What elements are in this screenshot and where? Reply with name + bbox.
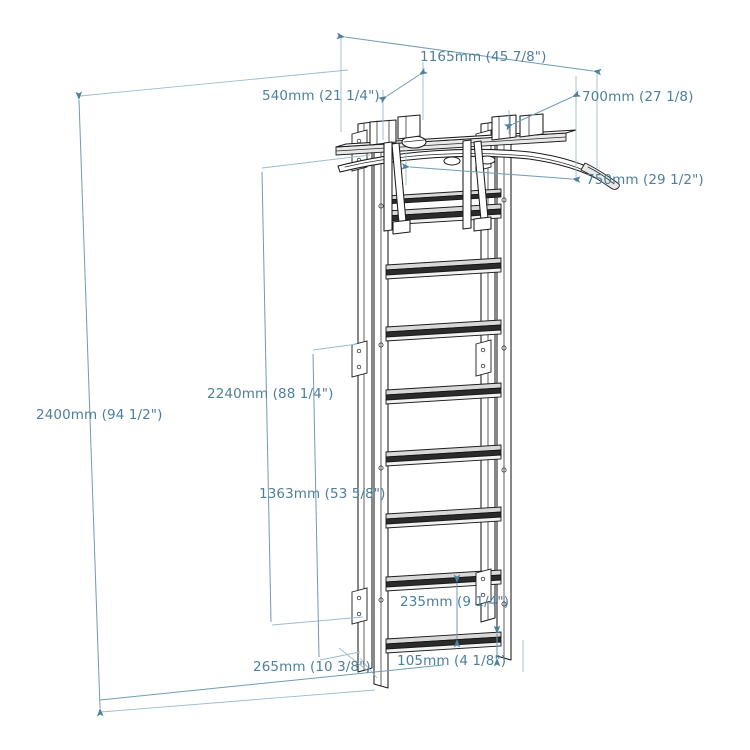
top-clamp-left-2 <box>397 114 421 140</box>
dimension-mounting-span: 1363mm (53 5/8") <box>259 343 386 661</box>
wall-bracket-lower-left <box>351 587 368 625</box>
dimension-label-overall-width: 1165mm (45 7/8") <box>420 49 547 65</box>
pull-up-bar-grip-right <box>580 162 620 190</box>
rung <box>385 257 502 280</box>
rung <box>385 382 502 405</box>
wall-bracket-upper-right <box>475 339 492 377</box>
dimension-label-bar-extension-right: 700mm (27 1/8) <box>582 89 694 105</box>
wall-bracket-upper-left <box>351 340 368 378</box>
dimension-label-rung-spacing: 235mm (9 1/4") <box>400 594 509 610</box>
wall-bracket-lower-right <box>475 568 492 606</box>
dimension-bar-extension-right: 700mm (27 1/8) <box>503 76 694 134</box>
pull-up-bar <box>337 135 620 190</box>
rung <box>385 569 502 592</box>
support-foot-right <box>473 216 492 232</box>
dimension-label-overall-height: 2400mm (94 1/2") <box>36 407 163 423</box>
dimension-label-mounting-span: 1363mm (53 5/8") <box>259 486 386 502</box>
top-inner-post-left <box>383 141 393 232</box>
dimension-bottom-clearance: 105mm (4 1/8") <box>397 625 524 672</box>
rung <box>385 506 502 529</box>
support-foot-left <box>392 219 411 235</box>
dimension-pullup-bar-depth: 750mm (29 1/2") <box>401 100 704 188</box>
dimension-frame-width: 540mm (21 1/4") <box>262 62 428 140</box>
dimension-rung-spacing: 235mm (9 1/4") <box>400 574 509 648</box>
top-inner-post-right <box>462 139 472 230</box>
dimension-overall-width: 1165mm (45 7/8") <box>336 32 602 168</box>
dimension-label-bottom-clearance: 105mm (4 1/8") <box>397 653 506 669</box>
dimension-label-wall-offset-depth: 265mm (10 3/8") <box>253 659 371 675</box>
dimension-label-frame-width: 540mm (21 1/4") <box>262 88 380 104</box>
top-clamp-right-2 <box>519 113 544 138</box>
dimension-label-pullup-bar-depth: 750mm (29 1/2") <box>586 172 704 188</box>
rung <box>385 631 502 654</box>
rung <box>385 319 502 342</box>
dimension-ladder-height: 2240mm (88 1/4") <box>207 154 371 626</box>
wall-bars-product <box>335 113 620 689</box>
dimension-wall-offset-depth: 265mm (10 3/8") <box>99 647 444 701</box>
top-clamp-right <box>491 114 517 141</box>
dimension-overall-height: 2400mm (94 1/2") <box>36 69 376 717</box>
dimension-label-ladder-height: 2240mm (88 1/4") <box>207 386 334 402</box>
rung <box>385 444 502 467</box>
upright-back-left <box>357 121 373 673</box>
